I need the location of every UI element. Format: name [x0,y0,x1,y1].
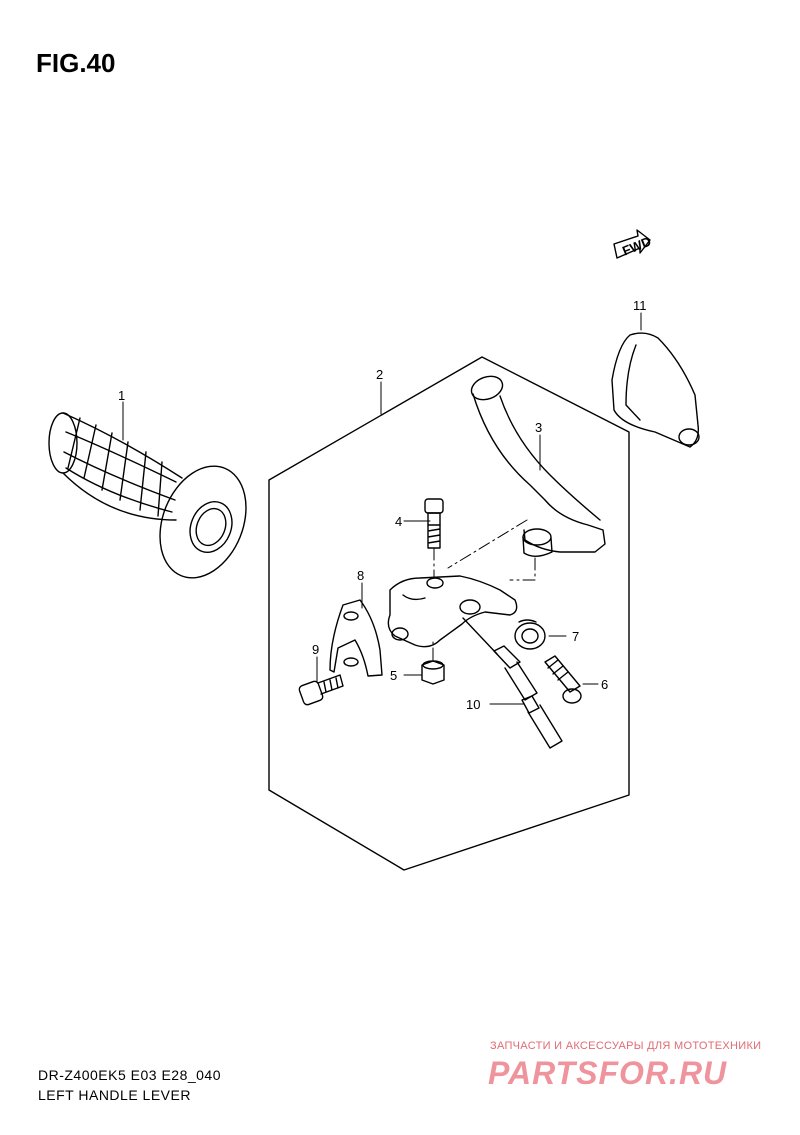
assembly-outline [268,356,630,871]
assembly-guide-lines [432,519,536,661]
clutch-cable-part [462,617,563,749]
callout-2: 2 [376,367,383,382]
fwd-arrow-icon: FWD [613,229,653,259]
grip-part [48,412,247,579]
nut-part [421,660,445,685]
lever-holder-part [387,575,518,648]
watermark-logo: PARTSFOR.RU [488,1055,728,1091]
callout-4: 4 [395,514,402,529]
callout-8: 8 [357,568,364,583]
callout-5: 5 [390,668,397,683]
section-name: LEFT HANDLE LEVER [38,1087,191,1103]
pivot-bolt-part [424,498,444,549]
cable-adjuster-part [544,655,582,704]
lever-cover-part [611,332,700,448]
figure-title: FIG.40 [36,48,116,78]
clamp-bolt-part [298,674,344,706]
callout-1: 1 [118,388,125,403]
callout-10: 10 [466,697,480,712]
callout-7: 7 [572,629,579,644]
callout-11: 11 [633,298,647,313]
callout-9: 9 [312,642,319,657]
clutch-lever-part [470,375,606,557]
watermark-tagline: ЗАПЧАСТИ И АКСЕССУАРЫ ДЛЯ МОТОТЕХНИКИ [490,1040,762,1052]
model-code: DR-Z400EK5 E03 E28_040 [38,1067,221,1083]
callout-leaders [122,312,642,705]
fwd-label: FWD [620,234,653,259]
clamp-part [329,599,383,677]
dust-cover-part [514,619,546,650]
callout-6: 6 [601,677,608,692]
callout-3: 3 [535,420,542,435]
